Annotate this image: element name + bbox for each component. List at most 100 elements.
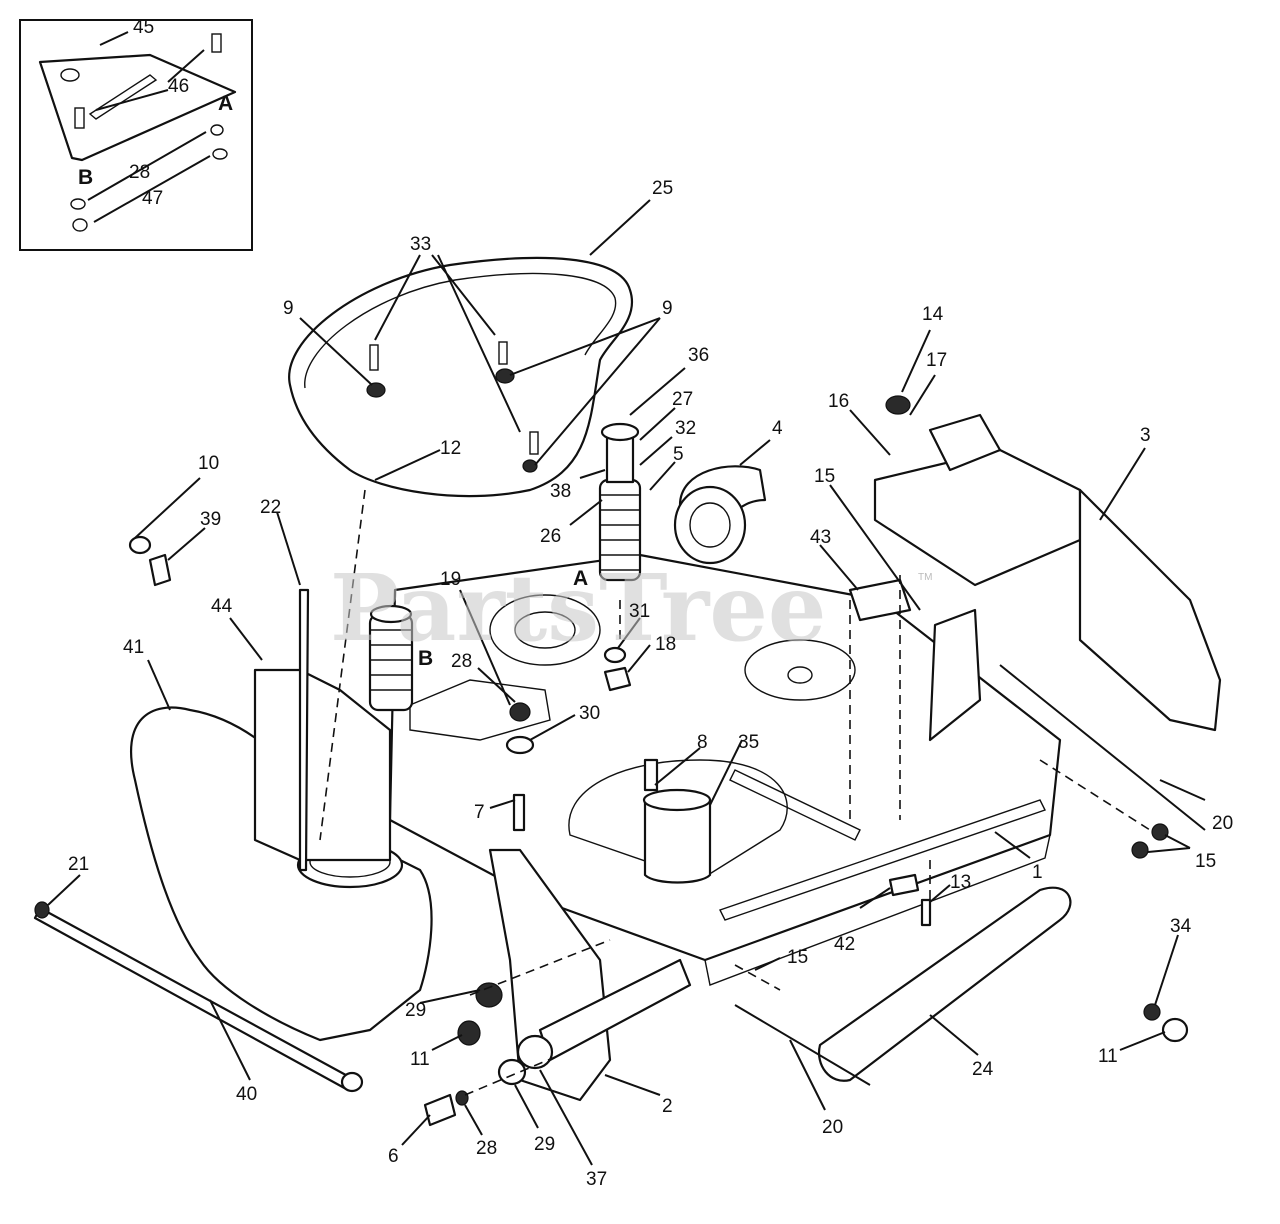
leader-28-lower: [464, 1104, 483, 1136]
leader-30: [529, 714, 576, 741]
bolt-10: [128, 535, 152, 555]
leader-14: [901, 329, 931, 393]
callout: 11: [410, 1049, 430, 1070]
leader-1: [994, 831, 1031, 859]
leader-16: [849, 409, 891, 456]
cup-35: [643, 798, 712, 884]
leader-47: [93, 155, 211, 223]
axle-clip: [34, 901, 50, 919]
spring-a-coils: [600, 494, 640, 571]
bracket-3-side: [1078, 488, 1222, 732]
leader-33: [374, 254, 521, 433]
leader-29-lower: [514, 1084, 539, 1129]
rod-22: [298, 588, 310, 872]
inset-bolt-upper: [211, 33, 222, 53]
callout: 5: [673, 444, 684, 465]
callout: 15: [1195, 851, 1216, 872]
leader-7: [489, 799, 516, 809]
inset-letter-b: B: [78, 166, 93, 189]
cable-20-front: [734, 1004, 871, 1086]
housing-ring-inner: [689, 502, 731, 548]
callout: 44: [211, 596, 233, 617]
leader-37: [539, 1069, 593, 1166]
nut-18: [603, 666, 632, 692]
callout: 9: [662, 298, 673, 319]
deck-opening-left: [409, 679, 551, 741]
bracket-3-top: [873, 448, 1082, 587]
callout: 9: [283, 298, 294, 319]
callout: 20: [1212, 813, 1233, 834]
callout: 28: [476, 1138, 497, 1159]
inset-bolt-lower: [74, 107, 85, 129]
leader-20-front: [789, 1039, 826, 1111]
callout: 34: [1170, 916, 1192, 937]
callout: 37: [586, 1169, 607, 1190]
bolt-11-right: [1161, 1017, 1189, 1043]
callout: 47: [142, 188, 163, 209]
seat-grommet-right: [495, 368, 515, 384]
callout: 27: [672, 389, 693, 410]
leader-41: [147, 659, 171, 711]
washer-30: [505, 735, 535, 755]
leader-45: [99, 31, 129, 46]
side-bracket-3: [848, 413, 1222, 742]
seat-bolt-3: [529, 431, 539, 455]
leader-42: [859, 887, 891, 909]
inset-nut: [212, 148, 228, 160]
deck-recess-left: [489, 594, 601, 666]
leader-36: [629, 367, 686, 416]
leader-43: [819, 544, 859, 591]
leader-15-upper: [829, 484, 921, 611]
leader-25: [589, 199, 651, 256]
callout: 6: [388, 1146, 399, 1167]
callout: 36: [688, 345, 709, 366]
inset-letter-a: A: [218, 92, 233, 115]
callout: 30: [579, 703, 600, 724]
callout: 11: [1098, 1046, 1118, 1067]
deck-front-edge: [704, 834, 1051, 986]
seat-bolt-2: [498, 341, 508, 365]
callout: 20: [822, 1117, 843, 1138]
leader-46b: [95, 89, 169, 111]
leader-26: [569, 499, 603, 526]
leader-6: [401, 1114, 431, 1146]
inset-plate-hole: [60, 68, 80, 82]
leader-28-inset: [87, 131, 207, 201]
leader-18: [627, 644, 651, 673]
callout: 13: [950, 872, 971, 893]
bracket-block: [928, 608, 982, 742]
callout: 41: [123, 637, 144, 658]
callout: 43: [810, 527, 831, 548]
callout: 33: [410, 234, 431, 255]
leader-15-front: [754, 957, 781, 971]
inset-slot: [88, 74, 158, 120]
leader-21: [47, 874, 81, 906]
leader-38: [579, 469, 606, 479]
callout: 16: [828, 391, 849, 412]
callout: 8: [697, 732, 708, 753]
housing-4: [673, 465, 767, 565]
leader-13: [929, 884, 951, 903]
leader-32: [639, 436, 673, 466]
leader-31: [617, 617, 641, 649]
leader-20-rear: [1159, 779, 1206, 801]
inset-washer-b: [70, 198, 86, 210]
dash-15-front: [734, 964, 781, 991]
deck-recess-left-inner: [514, 611, 576, 649]
spring-b-coils: [370, 629, 412, 691]
leader-24: [929, 1014, 979, 1056]
callouts: 45 46 28 47 25 33 9 9 36 27 32 38 5 4 26…: [68, 17, 1233, 1190]
watermark-tm: TM: [918, 572, 932, 583]
washer-29b: [497, 1058, 527, 1086]
callout: 12: [440, 438, 461, 459]
leader-4: [739, 439, 771, 466]
cover-24: [817, 886, 1072, 1082]
callout: 14: [922, 304, 944, 325]
leader-17: [909, 374, 936, 416]
callout: 15: [814, 466, 835, 487]
leader-35: [709, 739, 743, 806]
callout: 31: [629, 601, 650, 622]
callout: 42: [834, 934, 855, 955]
callout: 2: [662, 1096, 673, 1117]
